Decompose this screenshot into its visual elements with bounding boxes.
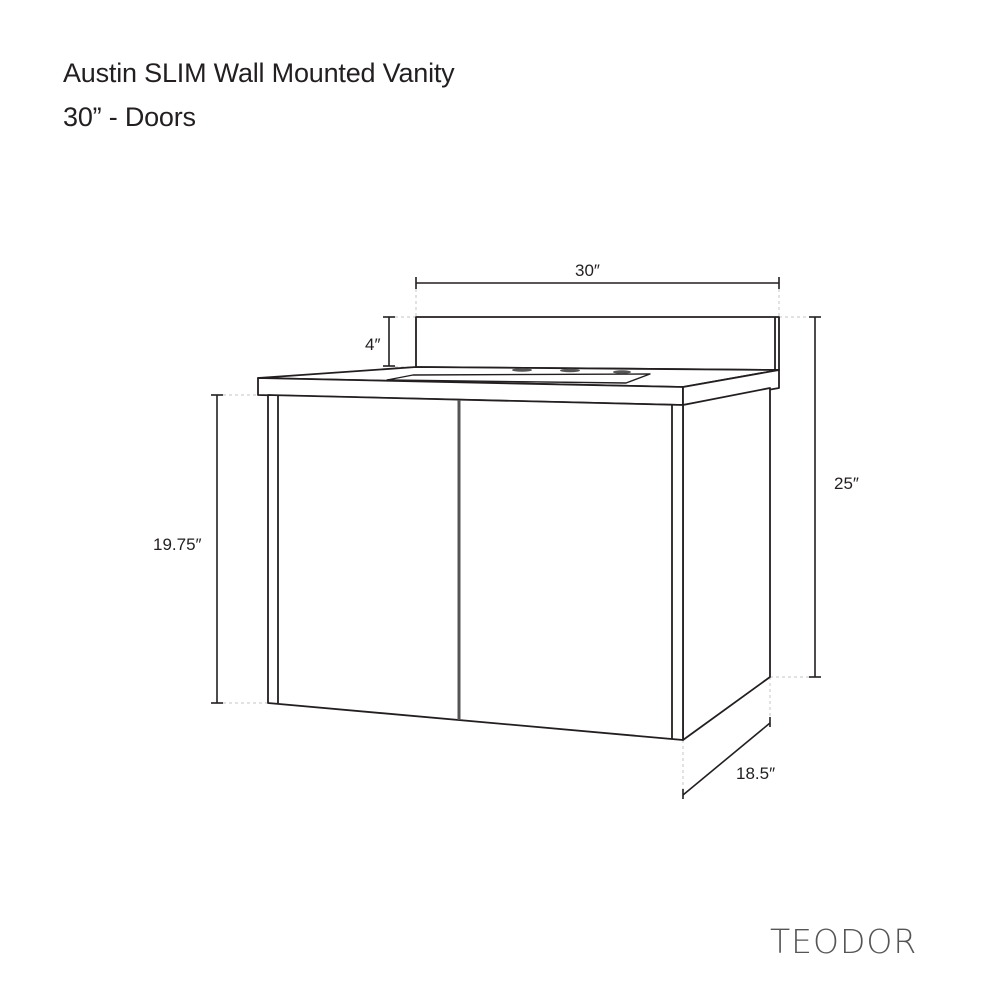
cabinet-side <box>682 387 771 741</box>
cabinet-front <box>267 394 684 741</box>
dimension-depth-label: 18.5″ <box>736 764 775 783</box>
countertop-side <box>682 369 780 406</box>
faucet-hole-left <box>512 368 532 372</box>
dimension-cabinet-height-label: 19.75″ <box>153 535 202 554</box>
backsplash <box>415 316 780 371</box>
faucet-hole-right <box>613 370 631 374</box>
sink-opening <box>386 373 651 384</box>
dimension-total-height-label: 25″ <box>834 474 859 493</box>
dimension-backsplash-label: 4″ <box>365 335 380 354</box>
vanity <box>257 316 780 741</box>
brand-logo: TEODOR <box>770 922 918 961</box>
faucet-hole-center <box>560 368 580 373</box>
product-subtitle: 30” - Doors <box>63 102 196 132</box>
product-title: Austin SLIM Wall Mounted Vanity <box>63 58 455 88</box>
dimension-width-label: 30″ <box>575 261 600 280</box>
dimension-lines <box>211 277 821 799</box>
